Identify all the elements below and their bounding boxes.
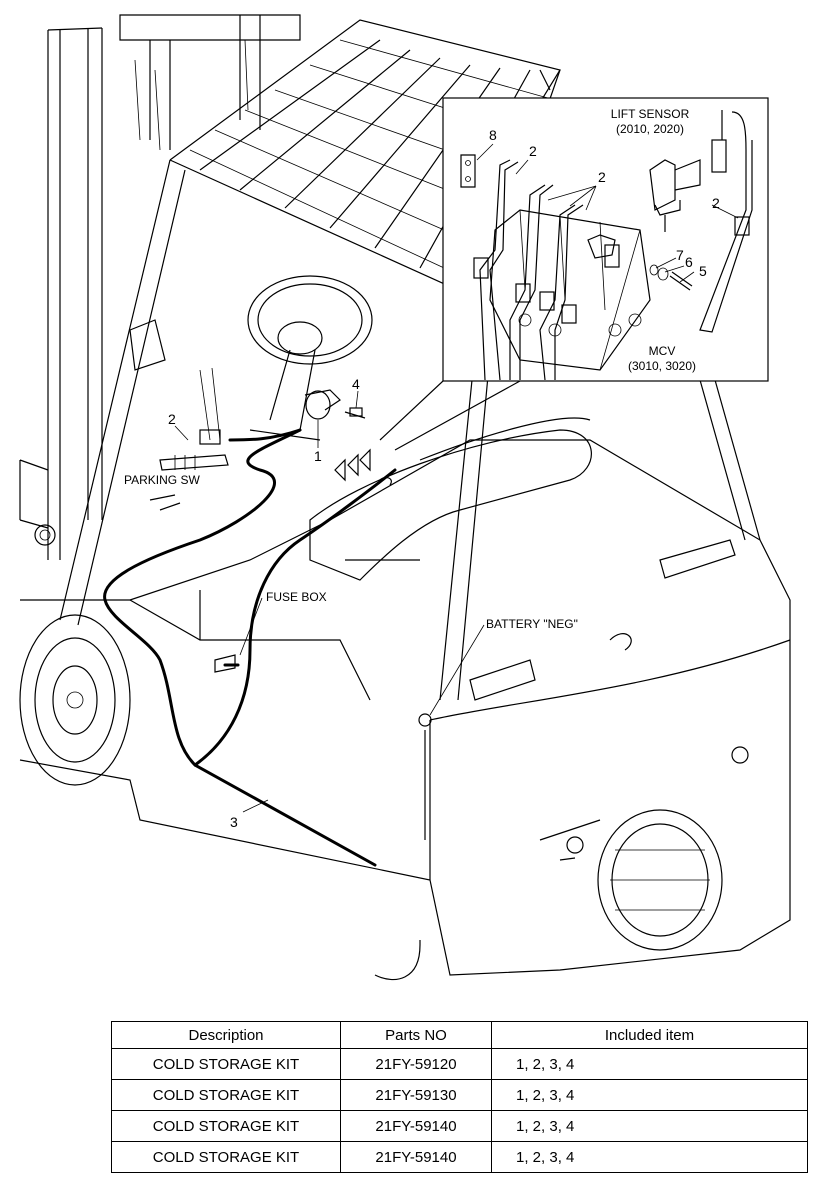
leader-lines <box>174 143 739 813</box>
cell-description: COLD STORAGE KIT <box>111 1141 341 1173</box>
cell-description: COLD STORAGE KIT <box>111 1048 341 1080</box>
label-mcv-models: (3010, 3020) <box>628 359 696 373</box>
label-parking-sw: PARKING SW <box>124 473 200 487</box>
fuse-box <box>214 448 392 673</box>
cell-included-item: 1, 2, 3, 4 <box>491 1048 808 1080</box>
label-battery-neg: BATTERY "NEG" <box>486 617 578 631</box>
cell-parts-no: 21FY-59130 <box>340 1079 492 1111</box>
parking-switch <box>149 429 229 511</box>
truck-body <box>19 417 791 976</box>
wiring-harness <box>103 428 426 981</box>
header-included-item: Included item <box>491 1021 808 1049</box>
parts-table: Description Parts NO Included item COLD … <box>111 1021 808 1173</box>
label-lift-sensor-models: (2010, 2020) <box>616 122 684 136</box>
cell-description: COLD STORAGE KIT <box>111 1079 341 1111</box>
callout-1: 1 <box>314 448 322 464</box>
detail-inset <box>379 97 769 451</box>
cell-included-item: 1, 2, 3, 4 <box>491 1110 808 1142</box>
table-header-row: Description Parts NO Included item <box>111 1021 808 1049</box>
label-mcv: MCV <box>649 344 676 358</box>
table-row: COLD STORAGE KIT 21FY-59140 1, 2, 3, 4 <box>111 1110 808 1142</box>
callout-4: 4 <box>352 376 360 392</box>
sensor-switch <box>304 389 366 420</box>
mast <box>19 14 301 560</box>
callout-2-inset-c: 2 <box>712 195 720 211</box>
callout-3: 3 <box>230 814 238 830</box>
label-fuse-box: FUSE BOX <box>266 590 327 604</box>
table-row: COLD STORAGE KIT 21FY-59140 1, 2, 3, 4 <box>111 1141 808 1173</box>
callout-2-inset-a: 2 <box>529 143 537 159</box>
diagram-labels: LIFT SENSOR (2010, 2020) MCV (3010, 3020… <box>124 107 720 830</box>
cell-description: COLD STORAGE KIT <box>111 1110 341 1142</box>
cell-parts-no: 21FY-59140 <box>340 1141 492 1173</box>
callout-2-inset-b: 2 <box>598 169 606 185</box>
forklift-wiring-diagram: LIFT SENSOR (2010, 2020) MCV (3010, 3020… <box>19 14 791 981</box>
callout-6: 6 <box>685 254 693 270</box>
label-lift-sensor: LIFT SENSOR <box>611 107 690 121</box>
callout-7: 7 <box>676 247 684 263</box>
header-description: Description <box>111 1021 341 1049</box>
table-row: COLD STORAGE KIT 21FY-59120 1, 2, 3, 4 <box>111 1048 808 1080</box>
cell-included-item: 1, 2, 3, 4 <box>491 1079 808 1111</box>
steering-wheel <box>129 275 373 441</box>
cell-parts-no: 21FY-59120 <box>340 1048 492 1080</box>
cell-parts-no: 21FY-59140 <box>340 1110 492 1142</box>
header-parts-no: Parts NO <box>340 1021 492 1049</box>
table-row: COLD STORAGE KIT 21FY-59130 1, 2, 3, 4 <box>111 1079 808 1111</box>
battery-neg-terminal <box>418 713 432 727</box>
callout-2-parking: 2 <box>168 411 176 427</box>
cell-included-item: 1, 2, 3, 4 <box>491 1141 808 1173</box>
callout-5: 5 <box>699 263 707 279</box>
callout-8: 8 <box>489 127 497 143</box>
